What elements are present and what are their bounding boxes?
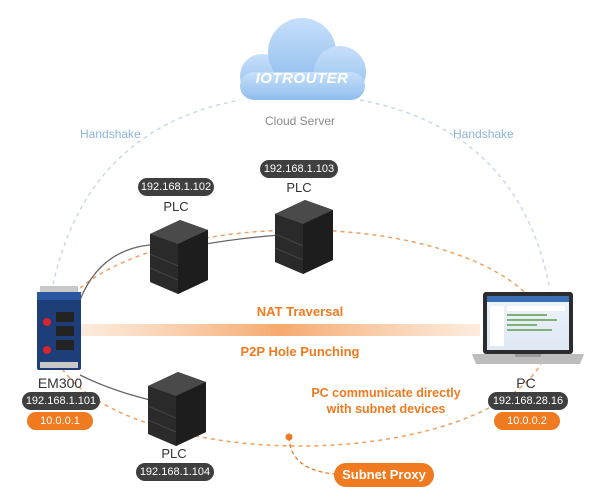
nat-traversal-label: NAT Traversal <box>256 304 344 319</box>
handshake-right-label: Handshake <box>453 127 514 141</box>
plc-ip-badge: 192.168.1.102 <box>138 178 214 196</box>
em300-ip-badge: 192.168.1.101 <box>22 392 100 410</box>
plc-device-icon <box>147 372 206 446</box>
pc-communicate-line2: with subnet devices <box>326 402 446 416</box>
plc-label: PLC <box>286 180 312 195</box>
plc-device-icon <box>274 200 333 274</box>
em300-virtual-ip-badge: 10.0.0.1 <box>27 412 93 430</box>
plc-device-icon <box>149 220 208 294</box>
plc-label: PLC <box>161 446 187 461</box>
plc-label: PLC <box>163 199 189 214</box>
plc-ip-badge: 192.168.1.103 <box>260 160 338 178</box>
pc-ip-badge: 192.168.28.16 <box>488 392 568 410</box>
proxy-link <box>288 436 336 475</box>
plc-ip-badge: 192.168.1.104 <box>136 463 214 481</box>
nat-band <box>80 324 480 336</box>
pc-communicate-line1: PC communicate directly <box>311 386 461 400</box>
cloud-server-label: Cloud Server <box>264 114 336 128</box>
handshake-arc <box>49 99 241 301</box>
cloud-icon <box>240 18 366 100</box>
subnet-proxy-badge: Subnet Proxy <box>334 463 434 487</box>
cable <box>199 234 281 246</box>
pc-virtual-ip-badge: 10.0.0.2 <box>494 412 560 430</box>
laptop-icon <box>472 292 584 364</box>
em300-device-icon <box>37 286 81 370</box>
em300-label: EM300 <box>37 375 83 391</box>
p2p-label: P2P Hole Punching <box>240 344 360 359</box>
cable <box>79 374 151 401</box>
handshake-left-label: Handshake <box>80 127 141 141</box>
pc-label: PC <box>516 375 536 391</box>
cable <box>79 244 151 301</box>
cloud-brand: IOTROUTER <box>255 70 349 87</box>
handshake-arc <box>359 99 551 291</box>
